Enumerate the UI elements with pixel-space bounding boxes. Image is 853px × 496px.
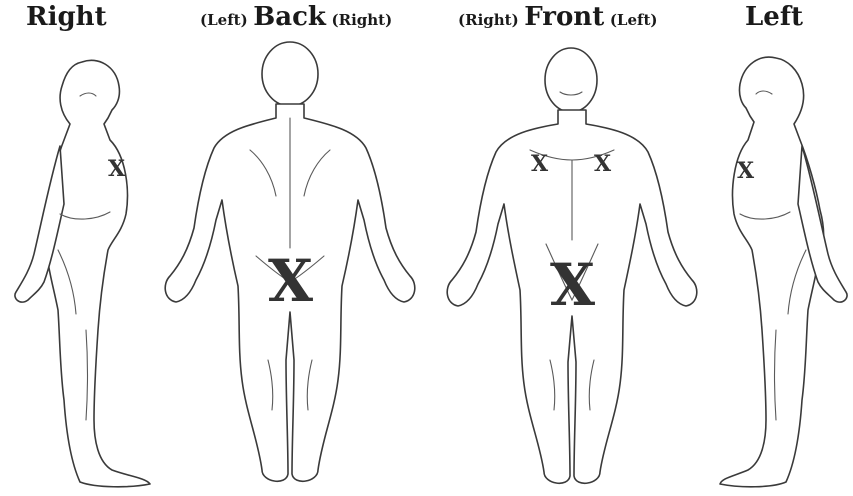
figure-right-side [15,60,150,487]
mark-left-chest: X [737,160,754,182]
mark-back-lower: X [268,252,313,310]
mark-front-pelvis: X [550,256,595,314]
mark-front-chest-left: X [594,153,611,175]
figure-left-side [720,57,847,487]
mark-front-chest-right: X [531,153,548,175]
mark-right-chest: X [108,158,125,180]
